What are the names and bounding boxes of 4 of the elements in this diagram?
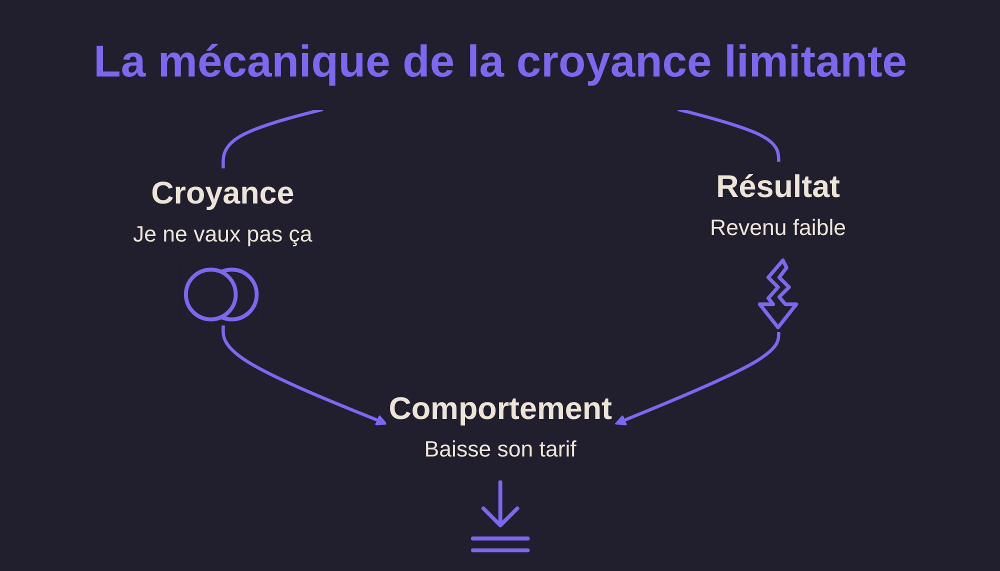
connector-line <box>221 107 323 168</box>
curved-arrow <box>221 324 387 425</box>
connector-line <box>677 107 780 162</box>
curved-arrow <box>614 331 780 425</box>
